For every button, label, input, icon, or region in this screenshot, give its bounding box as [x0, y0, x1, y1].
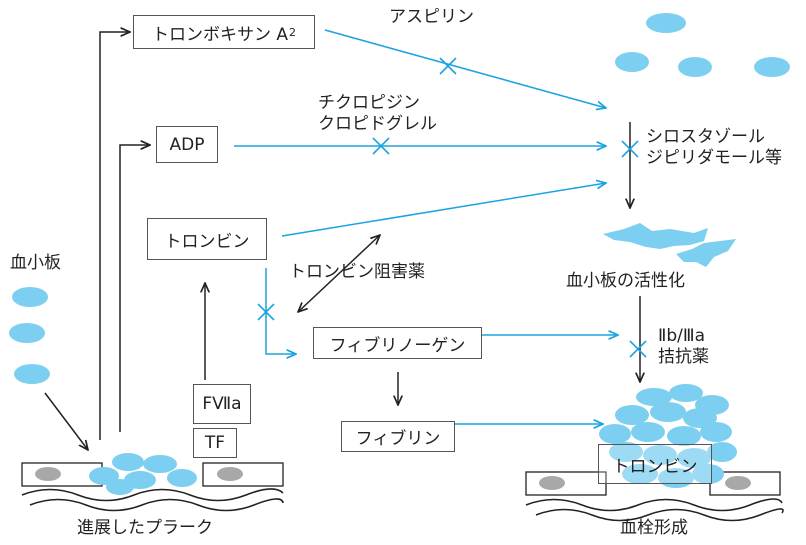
activated-platelets	[603, 223, 736, 267]
cilostazol-label: シロスタゾール	[646, 127, 765, 147]
arrow-thromboxane-to-platelets	[324, 29, 606, 108]
gp-antagonist-line2: 拮抗薬	[658, 347, 709, 367]
adp-label: ADP	[169, 134, 205, 155]
inhibit-mark-thrombin	[257, 303, 275, 321]
thrombus-label: 血栓形成	[620, 518, 688, 538]
fviia-box: FⅦa	[193, 384, 251, 424]
adp-box: ADP	[156, 126, 218, 163]
thrombin-clot-label: トロンビン	[612, 456, 698, 477]
tf-label: TF	[204, 433, 226, 453]
fibrinogen-label: フィブリノーゲン	[329, 335, 466, 356]
fviia-label: FⅦa	[202, 394, 242, 414]
inhibit-mark-gp	[629, 340, 647, 358]
thrombin-clot-box: トロンビン	[598, 444, 712, 484]
arrow-inhibitor-bidirectional	[298, 235, 380, 312]
thrombin-inhibitor-label: トロンビン阻害薬	[289, 262, 425, 282]
inhibit-mark-aspirin	[439, 57, 457, 75]
inhibit-mark-cilostazol	[621, 140, 639, 158]
gp-antagonist-line1: Ⅱb/Ⅲa	[658, 326, 706, 346]
arrow-thrombin-to-fibrinogen	[265, 268, 296, 354]
plaque-label: 進展したプラーク	[77, 518, 213, 538]
inhibit-mark-adp	[372, 137, 390, 155]
thrombin-box: トロンビン	[147, 218, 267, 260]
thrombin-label: トロンビン	[164, 231, 250, 252]
platelet-activation-label: 血小板の活性化	[566, 271, 685, 291]
ticlopidine-label: チクロピジン	[318, 93, 420, 113]
arrow-thrombin-to-platelets	[281, 183, 606, 237]
clopidogrel-label: クロピドグレル	[318, 114, 437, 134]
thromboxane-subscript: 2	[289, 25, 297, 39]
tf-box: TF	[193, 428, 237, 458]
thromboxane-label: トロンボキサン A	[151, 24, 289, 45]
fibrin-box: フィブリン	[341, 421, 455, 452]
resting-platelets-left	[9, 287, 50, 384]
fibrinogen-box: フィブリノーゲン	[313, 327, 482, 359]
arrow-plaque-to-adp	[119, 145, 150, 432]
fibrin-label: フィブリン	[355, 429, 441, 449]
plaque-vessel-wall	[21, 462, 284, 512]
dipyridamole-label: ジピリダモール等	[646, 148, 782, 168]
aspirin-label: アスピリン	[389, 7, 474, 27]
platelet-label: 血小板	[10, 253, 61, 273]
plaque-aggregated-platelets	[89, 453, 197, 495]
resting-platelets-top	[615, 13, 790, 77]
arrow-platelets-to-plaque	[44, 392, 88, 450]
arrow-plaque-to-thromboxane	[99, 32, 130, 440]
thrombus-waves	[525, 498, 784, 522]
